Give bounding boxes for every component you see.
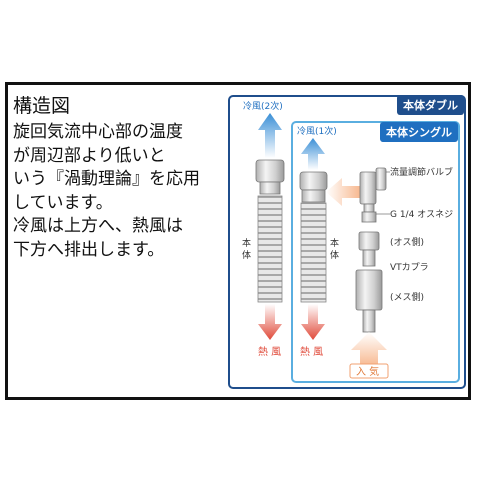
air-in-label: 入 気 bbox=[356, 365, 379, 378]
g-screw-part bbox=[361, 211, 377, 223]
right-body-collar bbox=[301, 189, 326, 203]
body-right-label-1: 本 bbox=[330, 237, 339, 249]
cold-air-2-arrow bbox=[258, 113, 282, 158]
g-screw-label: G 1/4 オスネジ bbox=[390, 209, 453, 220]
air-inlet-horizontal-arrow bbox=[326, 178, 362, 206]
vt-coupler-label: VTカプラ bbox=[390, 262, 429, 273]
description-line: しています。 bbox=[13, 192, 113, 213]
diagram-title: 構造図 bbox=[13, 95, 71, 117]
hot-air-left-label: 熱 風 bbox=[258, 345, 281, 358]
female-side-label: (メス側) bbox=[390, 291, 424, 303]
female-side-part bbox=[355, 269, 383, 311]
flow-valve-knob bbox=[375, 167, 387, 191]
left-body-ribbed bbox=[257, 195, 283, 303]
cold-air-2-label: 冷風(2次) bbox=[243, 100, 283, 112]
body-right-label-2: 体 bbox=[330, 249, 339, 261]
panel-double bbox=[228, 95, 466, 389]
left-body-cap bbox=[255, 159, 285, 183]
male-side-label: (オス側) bbox=[390, 236, 424, 248]
badge-body-double: 本体ダブル bbox=[397, 95, 464, 115]
description-text: 旋回気流中心部の温度 が周辺部より低いと いう『渦動理論』を応用 しています。 … bbox=[13, 121, 235, 262]
description-line: 旋回気流中心部の温度 bbox=[13, 122, 183, 142]
description-line: が周辺部より低いと bbox=[13, 145, 166, 166]
body-left-label-2: 体 bbox=[242, 249, 251, 261]
cold-air-1-arrow bbox=[301, 138, 325, 170]
flow-valve-label: 流量調節バルブ bbox=[390, 166, 453, 178]
right-body-ribbed bbox=[300, 202, 327, 303]
female-side-barb bbox=[362, 309, 376, 333]
flow-valve-stem bbox=[363, 203, 375, 213]
air-in-arrow bbox=[351, 332, 387, 368]
cold-air-1-label: 冷風(1次) bbox=[297, 125, 337, 137]
hot-air-right-label: 熱 風 bbox=[300, 345, 323, 358]
air-in-label-box bbox=[349, 363, 389, 379]
panel-single bbox=[291, 121, 460, 383]
description-line: 下方へ排出します。 bbox=[13, 239, 165, 260]
male-side-nipple bbox=[362, 249, 376, 267]
right-body-cap bbox=[299, 171, 328, 191]
body-left-label-1: 本 bbox=[242, 237, 251, 249]
hot-air-left-arrow bbox=[258, 304, 282, 340]
left-body-collar bbox=[259, 181, 281, 195]
male-side-part bbox=[358, 231, 380, 251]
description-line: 冷風は上方へ、熱風は bbox=[13, 216, 183, 236]
badge-body-single: 本体シングル bbox=[380, 122, 458, 142]
hot-air-right-arrow bbox=[301, 304, 325, 340]
description-line: いう『渦動理論』を応用 bbox=[13, 169, 200, 189]
flow-valve-body bbox=[359, 171, 377, 205]
